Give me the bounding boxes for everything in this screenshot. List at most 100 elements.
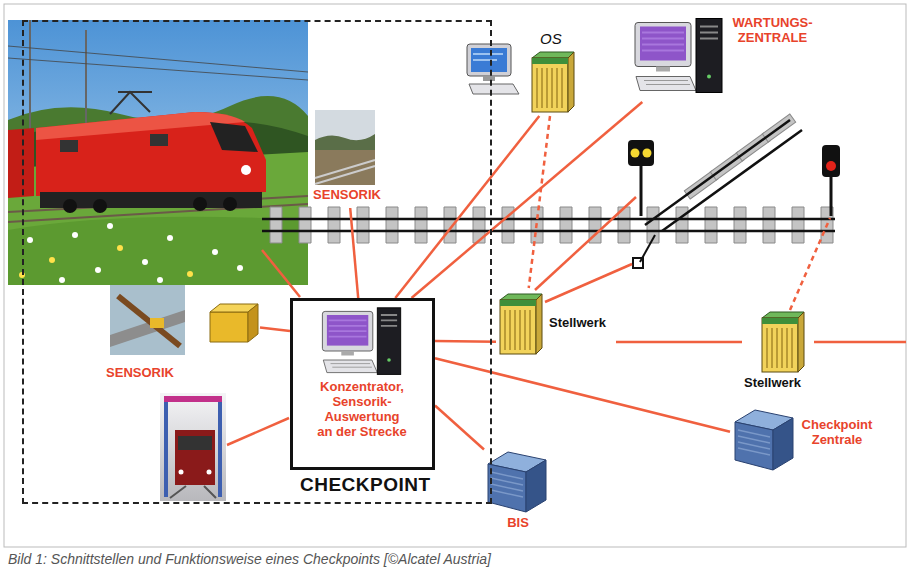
interlocking: Stellwerk [496, 288, 616, 360]
server-node: BIS [484, 448, 554, 538]
node-label: Stellwerk [549, 316, 613, 331]
train-photo-part [8, 20, 308, 285]
computer-icon [322, 308, 400, 375]
connector-line [412, 102, 643, 298]
portal-photo-part [178, 436, 212, 450]
track-part [262, 219, 835, 231]
train-photo-part [237, 265, 243, 271]
signal-part [643, 149, 652, 158]
train-photo-part [8, 46, 308, 80]
connector-line [260, 327, 290, 331]
train-photo-part [60, 140, 78, 152]
wire-part [227, 418, 289, 445]
server-icon [488, 452, 546, 512]
signal-part [826, 161, 836, 171]
node-label: BIS [485, 516, 551, 531]
sensor-box [210, 304, 258, 342]
connector-line [435, 340, 496, 343]
train-photo-part [212, 249, 218, 255]
sensor-photo [315, 110, 375, 185]
train-photo-part [63, 199, 77, 213]
train-photo [8, 20, 308, 285]
wire-part [535, 197, 636, 290]
sensor-box-part [248, 304, 258, 342]
connector-line [395, 116, 539, 298]
connector-line [529, 116, 550, 288]
train-photo-part [187, 271, 193, 277]
server-node: Checkpoint Zentrale [730, 404, 881, 474]
signal-part [830, 177, 833, 216]
sensor-photo-part [315, 134, 375, 150]
computer-icon [635, 19, 722, 93]
portal-photo-part [207, 470, 212, 475]
wire-part [262, 250, 300, 297]
train-photo-part [223, 197, 237, 211]
maintenance-center: WARTUNGS- ZENTRALE [632, 12, 823, 102]
sensor-closeup-photo [110, 285, 185, 355]
portal-photo [160, 393, 226, 501]
signal-part [628, 140, 654, 166]
sensor-photo-part [315, 110, 375, 185]
wire-part [814, 341, 906, 344]
track-part [645, 120, 802, 231]
connector-line [435, 358, 730, 432]
rack-icon [762, 312, 804, 372]
signal-part [631, 149, 640, 158]
computer-icon [467, 44, 519, 94]
train-photo-part [93, 199, 107, 213]
signal-part [822, 145, 840, 177]
concentrator-box: Konzentrator, Sensorik- Auswertung an de… [290, 298, 435, 470]
signal [628, 140, 654, 216]
connector-line [350, 208, 358, 298]
train-photo-part [142, 259, 148, 265]
track [262, 114, 835, 268]
figure-caption: Bild 1: Schnittstellen und Funktionsweis… [8, 551, 491, 568]
sensor-closeup-photo-part [110, 285, 185, 355]
train-photo-part [107, 223, 113, 229]
node-label: Checkpoint Zentrale [796, 418, 878, 448]
node-label: OS [540, 30, 570, 47]
portal-photo-part [170, 486, 216, 498]
train-photo-part [193, 197, 207, 211]
sensor-group: SENSORIK [98, 283, 260, 386]
train-photo-part [150, 134, 168, 146]
wire [227, 197, 906, 445]
rack-icon [532, 52, 574, 112]
os-station: OS [462, 28, 580, 116]
interlocking: Stellwerk [742, 308, 815, 396]
sensor-photo-part [315, 150, 375, 185]
train-photo-part [110, 92, 152, 114]
portal-photo-part [160, 393, 226, 501]
train-photo-part [117, 245, 123, 251]
signal [822, 145, 840, 216]
portal-photo-part [175, 430, 215, 485]
portal-photo-part [166, 400, 220, 497]
sensor-closeup-photo-part [150, 318, 164, 328]
node-label: Stellwerk [744, 376, 812, 391]
node-label: Konzentrator, Sensorik- Auswertung an de… [316, 380, 408, 440]
train-photo-part [72, 232, 78, 238]
wire-part [545, 264, 632, 302]
figure-frame [4, 4, 906, 547]
train-photo-part [59, 277, 65, 283]
train-photo-part [8, 128, 34, 198]
train-photo-part [210, 122, 258, 152]
train-photo-part [95, 267, 101, 273]
signal-part [640, 166, 643, 216]
wire-part [790, 218, 830, 310]
connector-line [435, 406, 484, 450]
server-icon [735, 410, 793, 470]
node-label: SENSORIK [100, 366, 180, 381]
portal-photo-part [164, 396, 222, 402]
train-photo-part [241, 165, 251, 175]
connector-line [616, 341, 742, 344]
node-label: SENSORIK [310, 188, 384, 203]
sensor-closeup-photo-part [118, 296, 180, 346]
track-part [270, 207, 833, 243]
train-photo-part [167, 235, 173, 241]
track-part [640, 235, 655, 262]
node-label: CHECKPOINT [300, 474, 485, 496]
